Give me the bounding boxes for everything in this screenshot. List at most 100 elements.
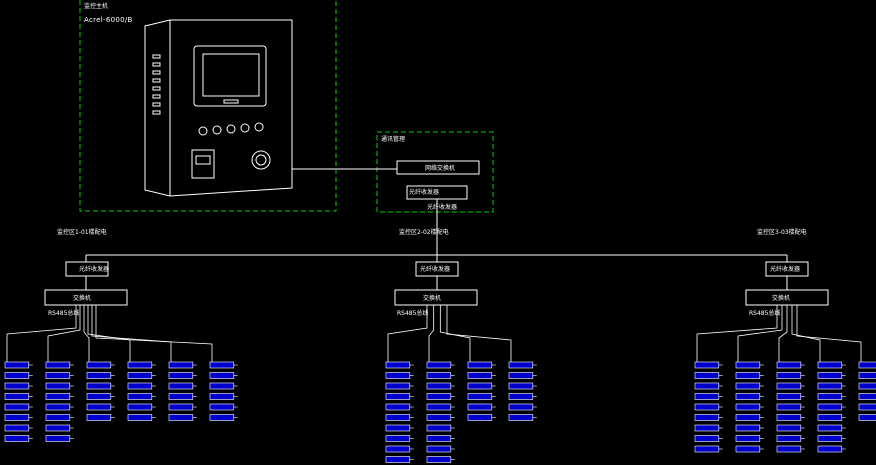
meter-device <box>4 361 30 369</box>
meter-device <box>209 414 235 421</box>
comm-bottom-label: 光纤收发器 <box>427 204 458 211</box>
meter-device <box>858 393 876 400</box>
branch-bus-label-3: RS485总线 <box>749 310 781 317</box>
meter-device <box>467 372 493 379</box>
meter-device <box>426 424 452 432</box>
meter-device <box>4 382 30 390</box>
meter-device <box>45 372 71 379</box>
meter-device <box>45 393 71 400</box>
branch-switch-box <box>394 289 478 306</box>
meter-device <box>426 435 452 442</box>
meter-device <box>168 382 194 390</box>
cabinet-buttons <box>198 122 264 136</box>
meter-device <box>127 382 153 390</box>
branch-1 <box>4 255 238 442</box>
meter-device <box>776 393 802 400</box>
meter-device <box>45 435 71 442</box>
meter-device <box>858 382 876 390</box>
network-switch-label: 网络交换机 <box>425 165 456 172</box>
meter-device <box>426 403 452 411</box>
meter-device <box>385 414 411 421</box>
meter-device <box>86 414 112 421</box>
meter-device <box>776 445 802 453</box>
meter-device <box>467 393 493 400</box>
branch-bus-label-1: RS485总线 <box>48 310 80 317</box>
branch-transceiver-label-3: 光纤收发器 <box>770 266 801 273</box>
meter-device <box>426 393 452 400</box>
rs485-line <box>446 305 512 362</box>
rs485-line <box>791 305 821 362</box>
meter-device <box>127 361 153 369</box>
meter-device <box>508 361 534 369</box>
branch-transceiver-label-2: 光纤收发器 <box>420 266 451 273</box>
meter-device <box>385 403 411 411</box>
meter-device <box>385 445 411 453</box>
rs485-line <box>439 305 471 362</box>
meter-device <box>817 424 843 432</box>
meter-device <box>209 382 235 390</box>
meter-device <box>694 435 720 442</box>
rs485-line <box>6 305 77 362</box>
meter-device <box>127 403 153 411</box>
meter-device <box>426 361 452 369</box>
meter-device <box>776 435 802 442</box>
meter-device <box>858 361 876 369</box>
meter-device <box>127 372 153 379</box>
meter-device <box>467 403 493 411</box>
meter-device <box>45 361 71 369</box>
rs485-line <box>696 305 778 362</box>
meter-device <box>817 403 843 411</box>
meter-device <box>45 403 71 411</box>
meter-device <box>385 361 411 369</box>
meter-device <box>817 393 843 400</box>
comm-manager-label: 通讯管理 <box>381 136 406 143</box>
rs485-line <box>47 305 81 362</box>
meter-device <box>817 435 843 442</box>
meter-device <box>385 393 411 400</box>
meter-device <box>86 393 112 400</box>
meter-device <box>426 414 452 421</box>
meter-device <box>776 372 802 379</box>
meter-device <box>508 414 534 421</box>
meter-device <box>735 435 761 442</box>
branch-switch-label-2: 交换机 <box>423 295 442 302</box>
branch-bus-label-2: RS485总线 <box>397 310 429 317</box>
meter-device <box>86 372 112 379</box>
meter-device <box>426 445 452 453</box>
meter-device <box>209 361 235 369</box>
meter-device <box>467 382 493 390</box>
rs485-line <box>95 305 213 362</box>
meter-device <box>817 382 843 390</box>
rs485-line <box>796 305 862 362</box>
meter-device <box>4 403 30 411</box>
meter-device <box>776 382 802 390</box>
branch-label-1: 监控区1-01楼配电 <box>57 229 107 236</box>
meter-device <box>127 414 153 421</box>
meter-device <box>817 361 843 369</box>
meter-device <box>735 403 761 411</box>
rs485-line <box>83 305 90 362</box>
meter-device <box>694 424 720 432</box>
meter-device <box>4 372 30 379</box>
meter-device <box>4 414 30 421</box>
meter-device <box>385 424 411 432</box>
branch-2 <box>385 255 537 463</box>
meter-device <box>168 403 194 411</box>
meter-device <box>508 393 534 400</box>
meter-device <box>694 382 720 390</box>
meter-device <box>776 424 802 432</box>
meter-device <box>508 382 534 390</box>
branch-label-3: 监控区3-03楼配电 <box>757 229 807 236</box>
meter-device <box>209 403 235 411</box>
rs485-line <box>737 305 783 362</box>
meter-device <box>45 424 71 432</box>
monitor-room-boundary <box>79 0 337 212</box>
meter-device <box>86 382 112 390</box>
network-switch-box <box>396 160 480 175</box>
meter-device <box>735 445 761 453</box>
cabinet-side-vents <box>152 54 161 115</box>
meter-device <box>209 372 235 379</box>
branch-switch-label-3: 交换机 <box>772 295 791 302</box>
meter-device <box>817 372 843 379</box>
